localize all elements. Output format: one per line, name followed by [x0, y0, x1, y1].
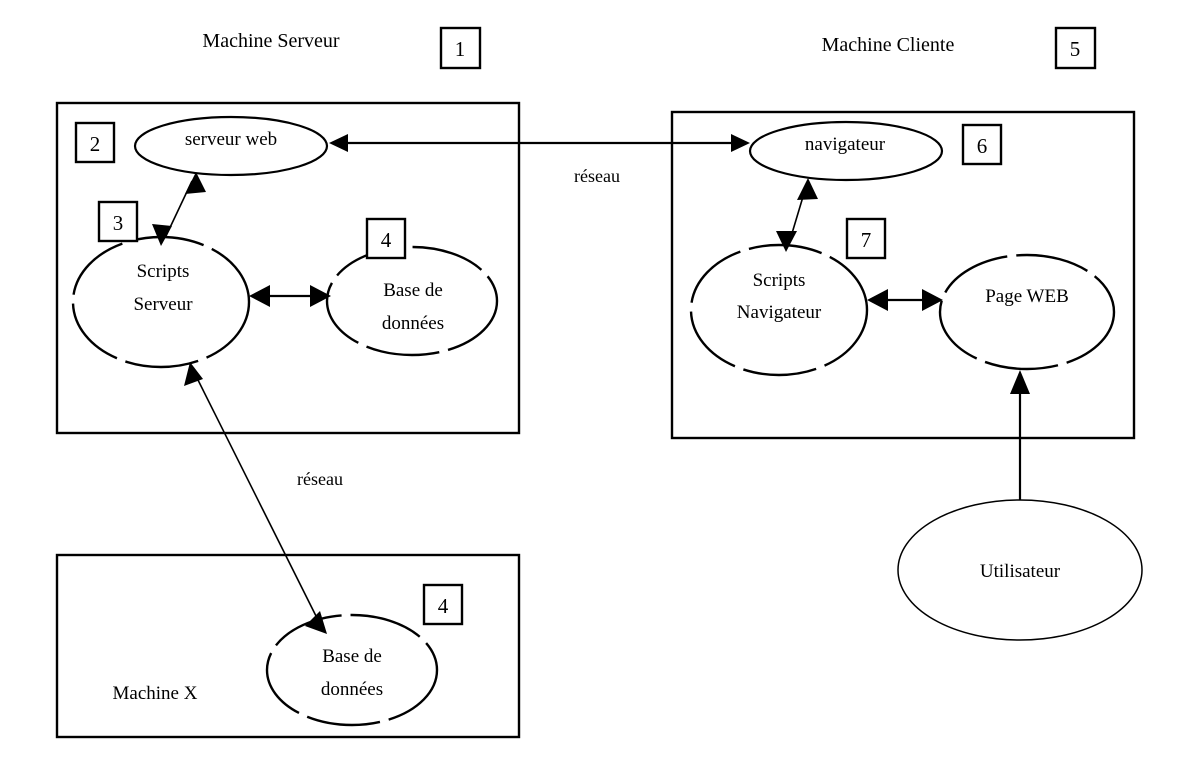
base-donnees-machinex-ellipse — [265, 613, 439, 727]
scriptsnavigateur-arrowhead-down-icon — [776, 231, 797, 252]
page-web-label: Page WEB — [985, 286, 1069, 307]
callout-box-4-server — [365, 217, 407, 260]
callout-box-7 — [845, 217, 887, 260]
utilisateur-arrowhead-up-icon — [1010, 370, 1030, 394]
navigateur-ellipse — [748, 120, 944, 182]
scripts-navigateur-label-line1: Scripts — [753, 270, 806, 291]
serveur-web-ellipse — [133, 115, 329, 177]
scripts-navigateur-label-line2: Navigateur — [737, 302, 822, 323]
machine-serveur-title: Machine Serveur — [202, 30, 340, 52]
callout-label-2: 2 — [90, 132, 101, 156]
scripts-serveur-label-line2: Serveur — [133, 294, 193, 315]
base-donnees-serveur-ellipse — [325, 245, 499, 357]
callout-label-6: 6 — [977, 134, 988, 158]
network-label-top: réseau — [574, 166, 620, 186]
callout-label-5: 5 — [1070, 37, 1081, 61]
network-arrowhead-left-icon — [329, 134, 348, 152]
network-label-bottom: réseau — [297, 469, 343, 489]
scriptsnav-arrowhead-left-icon — [867, 289, 888, 311]
base-donnees-machinex-label-line2: données — [321, 679, 383, 700]
base-donnees-serveur-label-line1: Base de — [383, 280, 443, 301]
callout-label-4-machinex: 4 — [438, 594, 449, 618]
callout-box-5 — [1054, 26, 1097, 70]
callout-label-1: 1 — [455, 37, 466, 61]
pageweb-arrowhead-right-icon — [922, 289, 943, 311]
network-arrowhead-right-icon — [731, 134, 750, 152]
base-donnees-serveur-label-line2: données — [382, 313, 444, 334]
scriptsserveur-arrowhead-down-icon — [152, 224, 172, 246]
navigateur-label: navigateur — [805, 134, 886, 155]
callout-box-2 — [74, 121, 116, 164]
machine-cliente-box — [670, 110, 1136, 440]
scripts-navigateur-ellipse — [689, 243, 869, 377]
machinex-arrowhead-down-icon — [305, 611, 327, 634]
callout-box-6 — [961, 123, 1003, 166]
machine-x-box — [55, 553, 521, 739]
utilisateur-ellipse — [897, 499, 1143, 641]
machine-serveur-box — [55, 101, 521, 435]
callout-label-3: 3 — [113, 211, 124, 235]
callout-label-7: 7 — [861, 228, 872, 252]
serveur-web-label: serveur web — [185, 129, 277, 150]
machinex-network-line — [193, 371, 321, 625]
callout-box-1 — [439, 26, 482, 70]
serveurweb-arrowhead-up-icon — [185, 172, 206, 194]
scripts-serveur-ellipse — [71, 235, 251, 369]
machinex-arrowhead-up-icon — [184, 362, 203, 386]
page-web-ellipse — [938, 253, 1116, 371]
scripts-arrowhead-left-icon — [249, 285, 270, 307]
basedonnees-arrowhead-right-icon — [310, 285, 331, 307]
navigateur-arrowhead-up-icon — [797, 178, 818, 200]
callout-box-4-machinex — [422, 583, 464, 626]
callout-label-4-server: 4 — [381, 228, 392, 252]
machine-x-label: Machine X — [113, 683, 198, 704]
callout-box-3 — [97, 200, 139, 243]
scripts-serveur-label-line1: Scripts — [137, 261, 190, 282]
machine-cliente-title: Machine Cliente — [822, 34, 955, 56]
base-donnees-machinex-label-line1: Base de — [322, 646, 382, 667]
utilisateur-label: Utilisateur — [980, 561, 1061, 582]
